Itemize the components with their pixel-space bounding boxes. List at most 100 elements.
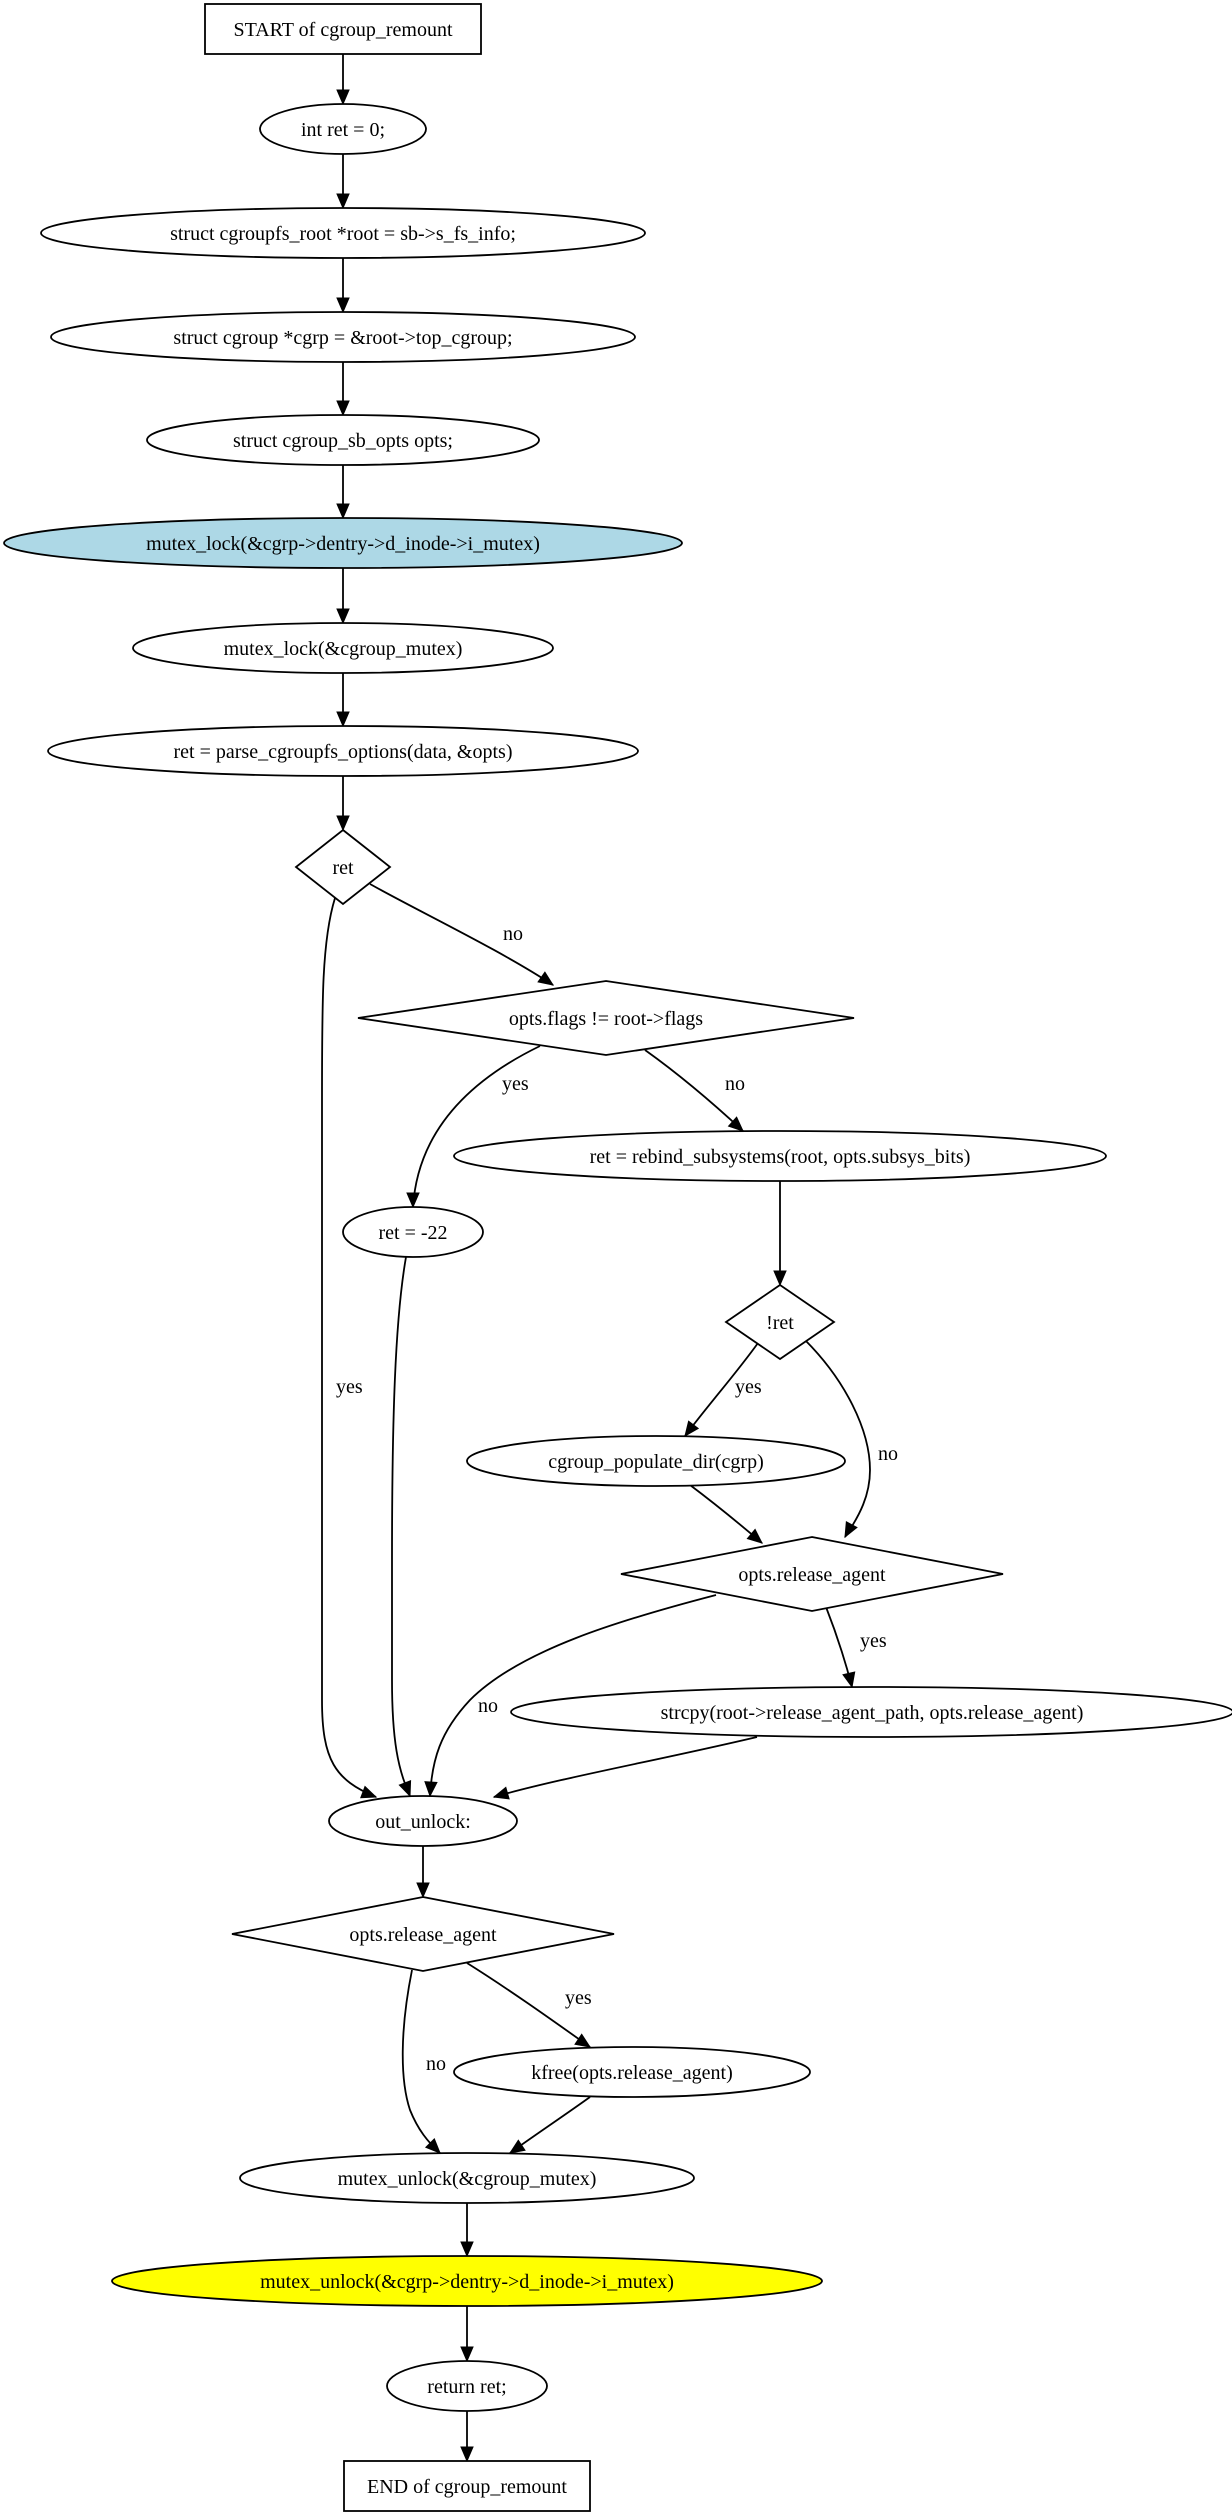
- ellipse-shape: [259, 103, 427, 155]
- node-n6: mutex_lock(&cgroup_mutex): [132, 622, 554, 674]
- node-label: mutex_lock(&cgroup_mutex): [224, 638, 463, 660]
- node-label: ret: [332, 857, 354, 879]
- ellipse-shape: [239, 2152, 695, 2204]
- ellipse-shape: [40, 207, 646, 259]
- node-label: cgroup_populate_dir(cgrp): [548, 1451, 763, 1473]
- edge-label-yes: yes: [860, 1630, 887, 1652]
- node-label: return ret;: [427, 2376, 506, 2398]
- arrowhead: [336, 89, 350, 106]
- edge-n7-d1: [336, 776, 350, 832]
- edge-d4-n11: yes: [825, 1606, 887, 1689]
- ellipse-shape: [132, 622, 554, 674]
- node-label: mutex_unlock(&cgroup_mutex): [338, 2168, 597, 2190]
- node-label: struct cgroup_sb_opts opts;: [233, 430, 453, 452]
- node-end: END of cgroup_remount: [343, 2460, 591, 2512]
- edge-n16-end: [460, 2411, 474, 2463]
- arrowhead: [773, 1270, 787, 1287]
- edge-n8-n12: [391, 1256, 412, 1798]
- node-label: ret = -22: [378, 1222, 447, 1244]
- node-n1: int ret = 0;: [259, 103, 427, 155]
- node-label: START of cgroup_remount: [233, 19, 452, 41]
- node-n3: struct cgroup *cgrp = &root->top_cgroup;: [50, 311, 636, 363]
- diamond-shape: [724, 1283, 836, 1361]
- arrowhead: [537, 971, 555, 986]
- ellipse-shape: [510, 1686, 1232, 1738]
- arrowhead: [336, 193, 350, 210]
- node-d3: !ret: [724, 1283, 836, 1361]
- edge-d1-d2: no: [369, 883, 555, 986]
- arrowhead: [416, 1882, 430, 1899]
- arrowhead: [460, 2346, 474, 2363]
- diamond-shape: [357, 980, 855, 1056]
- node-label: opts.release_agent: [349, 1924, 497, 1946]
- arrowhead: [746, 1528, 763, 1544]
- ellipse-shape: [453, 2046, 811, 2098]
- edge-n2-n3: [336, 258, 350, 314]
- node-n2: struct cgroupfs_root *root = sb->s_fs_in…: [40, 207, 646, 259]
- node-label: mutex_lock(&cgrp->dentry->d_inode->i_mut…: [146, 533, 540, 555]
- node-start: START of cgroup_remount: [204, 3, 482, 55]
- node-label: strcpy(root->release_agent_path, opts.re…: [661, 1702, 1084, 1724]
- diamond-shape: [231, 1896, 615, 1972]
- edge-d4-n12: no: [424, 1594, 717, 1798]
- node-label: mutex_unlock(&cgrp->dentry->d_inode->i_m…: [260, 2271, 674, 2293]
- ellipse-shape: [342, 1206, 484, 1258]
- edge-line: [369, 883, 554, 986]
- edge-d3-n10: yes: [684, 1342, 762, 1438]
- arrowhead: [336, 400, 350, 417]
- arrowhead: [360, 1785, 378, 1799]
- node-n7: ret = parse_cgroupfs_options(data, &opts…: [47, 725, 639, 777]
- ellipse-shape: [328, 1795, 518, 1847]
- arrowhead: [684, 1420, 700, 1438]
- edge-n14-n15: [460, 2203, 474, 2258]
- edge-n6-n7: [336, 673, 350, 728]
- node-d4: opts.release_agent: [620, 1536, 1004, 1612]
- edge-n10-d4: [689, 1484, 763, 1544]
- edge-label-yes: yes: [735, 1376, 762, 1398]
- edge-n11-n12: [492, 1736, 758, 1800]
- edge-n1-n2: [336, 154, 350, 210]
- arrowhead: [398, 1780, 412, 1798]
- node-label: out_unlock:: [375, 1811, 471, 1833]
- edge-d2-n8: yes: [406, 1045, 541, 1209]
- edge-label-no: no: [725, 1073, 745, 1095]
- edge-d2-n9: no: [644, 1049, 745, 1132]
- edge-d5-n14: no: [401, 1969, 446, 2154]
- arrowhead: [336, 815, 350, 832]
- edge-n15-n16: [460, 2306, 474, 2363]
- ellipse-shape: [466, 1435, 846, 1487]
- diamond-shape: [620, 1536, 1004, 1612]
- edge-line: [804, 1339, 871, 1538]
- edge-line: [412, 1045, 541, 1208]
- edge-d1-n12: yes: [321, 897, 378, 1799]
- arrowhead: [842, 1671, 856, 1689]
- edge-n13-n14: [508, 2096, 591, 2154]
- node-n10: cgroup_populate_dir(cgrp): [466, 1435, 846, 1487]
- node-label: !ret: [766, 1312, 794, 1334]
- edge-line: [429, 1594, 717, 1797]
- node-d2: opts.flags != root->flags: [357, 980, 855, 1056]
- edge-n4-n5: [336, 465, 350, 520]
- node-n14: mutex_unlock(&cgroup_mutex): [239, 2152, 695, 2204]
- edge-n3-n4: [336, 362, 350, 417]
- diamond-shape: [294, 828, 392, 906]
- edge-line: [493, 1736, 758, 1798]
- arrowhead: [406, 1192, 420, 1209]
- ellipse-shape: [111, 2255, 823, 2307]
- edge-label-yes: yes: [336, 1376, 363, 1398]
- box-shape: [204, 3, 482, 55]
- node-label: struct cgroupfs_root *root = sb->s_fs_in…: [170, 223, 516, 245]
- node-n15: mutex_unlock(&cgrp->dentry->d_inode->i_m…: [111, 2255, 823, 2307]
- arrowhead: [727, 1116, 744, 1132]
- arrowhead: [424, 2137, 441, 2154]
- arrowhead: [336, 608, 350, 625]
- edge-label-yes: yes: [502, 1073, 529, 1095]
- arrowhead: [492, 1786, 510, 1800]
- edge-line: [401, 1969, 441, 2154]
- ellipse-shape: [453, 1130, 1107, 1182]
- node-label: kfree(opts.release_agent): [531, 2062, 733, 2084]
- node-label: ret = parse_cgroupfs_options(data, &opts…: [174, 741, 513, 763]
- node-n9: ret = rebind_subsystems(root, opts.subsy…: [453, 1130, 1107, 1182]
- arrowhead: [844, 1521, 858, 1539]
